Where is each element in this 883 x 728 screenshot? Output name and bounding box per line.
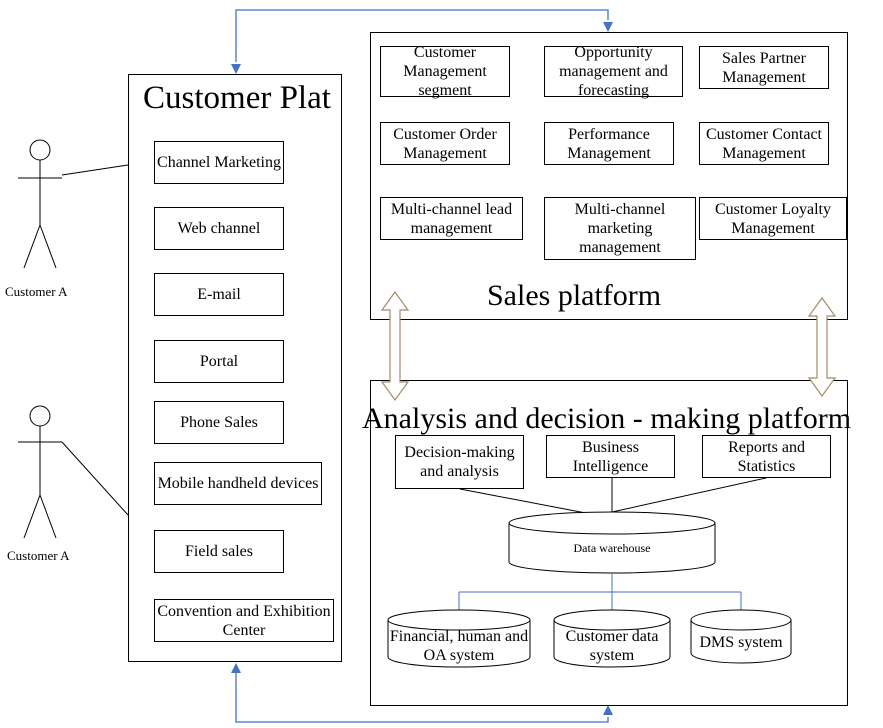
top-connector-arrow-left (231, 64, 241, 74)
warehouse-distribution-lines (458, 573, 742, 612)
customer-management-segment-module: Customer Management segment (380, 44, 510, 99)
multichannel-lead-management-module: Multi-channel lead management (380, 197, 523, 240)
opportunity-management-module: Opportunity management and forecasting (544, 44, 683, 99)
email-item: E-mail (154, 273, 284, 316)
channel-marketing-item: Channel Marketing (154, 141, 284, 184)
data-warehouse-cylinder-icon (508, 511, 716, 574)
top-connector-arrow-right (603, 22, 613, 32)
web-channel-item: Web channel (154, 207, 284, 250)
data-warehouse-label: Data warehouse (573, 541, 651, 555)
top-connector-line (235, 9, 609, 62)
customer-contact-management-module: Customer Contact Management (699, 122, 829, 165)
reports-to-warehouse-line (611, 477, 767, 513)
dms-system-cylinder-icon (690, 609, 792, 664)
mobile-devices-item: Mobile handheld devices (154, 462, 322, 505)
customer-actor-1-icon (18, 139, 62, 269)
actor1-link-line (61, 164, 129, 176)
bottom-connector-arrow-left (231, 663, 241, 673)
decision-making-module: Decision-making and analysis (395, 435, 524, 489)
dms-system-label: DMS system (699, 634, 783, 651)
right-double-arrow (807, 296, 837, 398)
convention-center-item: Convention and Exhibition Center (154, 599, 334, 642)
financial-system-label: Financial, human and OA system (389, 628, 529, 664)
financial-system-cylinder-icon (387, 609, 531, 668)
performance-management-module: Performance Management (544, 122, 674, 165)
phone-sales-item: Phone Sales (154, 401, 284, 444)
customer-loyalty-management-module: Customer Loyalty Management (699, 197, 847, 240)
portal-item: Portal (154, 340, 284, 383)
customer-actor-2-icon (18, 405, 62, 539)
customer-actor-1-label: Customer A (5, 284, 68, 299)
left-double-arrow (380, 290, 410, 402)
customer-order-management-module: Customer Order Management (380, 122, 510, 165)
actor2-link-line (61, 441, 129, 516)
multichannel-marketing-management-module: Multi-channel marketing management (544, 197, 696, 260)
customer-platform-title: Customer Plat (143, 80, 331, 116)
customer-data-system-label: Customer data system (565, 628, 659, 664)
sales-partner-management-module: Sales Partner Management (699, 46, 829, 89)
field-sales-item: Field sales (154, 530, 284, 573)
bottom-connector-arrow-right (603, 705, 613, 715)
customer-actor-2-label: Customer A (7, 548, 70, 563)
customer-data-system-cylinder-icon (553, 609, 671, 668)
analysis-platform-title: Analysis and decision - making platform (362, 402, 852, 435)
reports-statistics-module: Reports and Statistics (702, 435, 831, 478)
business-intelligence-module: Business Intelligence (546, 435, 675, 478)
bottom-connector-line (235, 672, 609, 723)
sales-platform-title: Sales platform (487, 279, 662, 312)
